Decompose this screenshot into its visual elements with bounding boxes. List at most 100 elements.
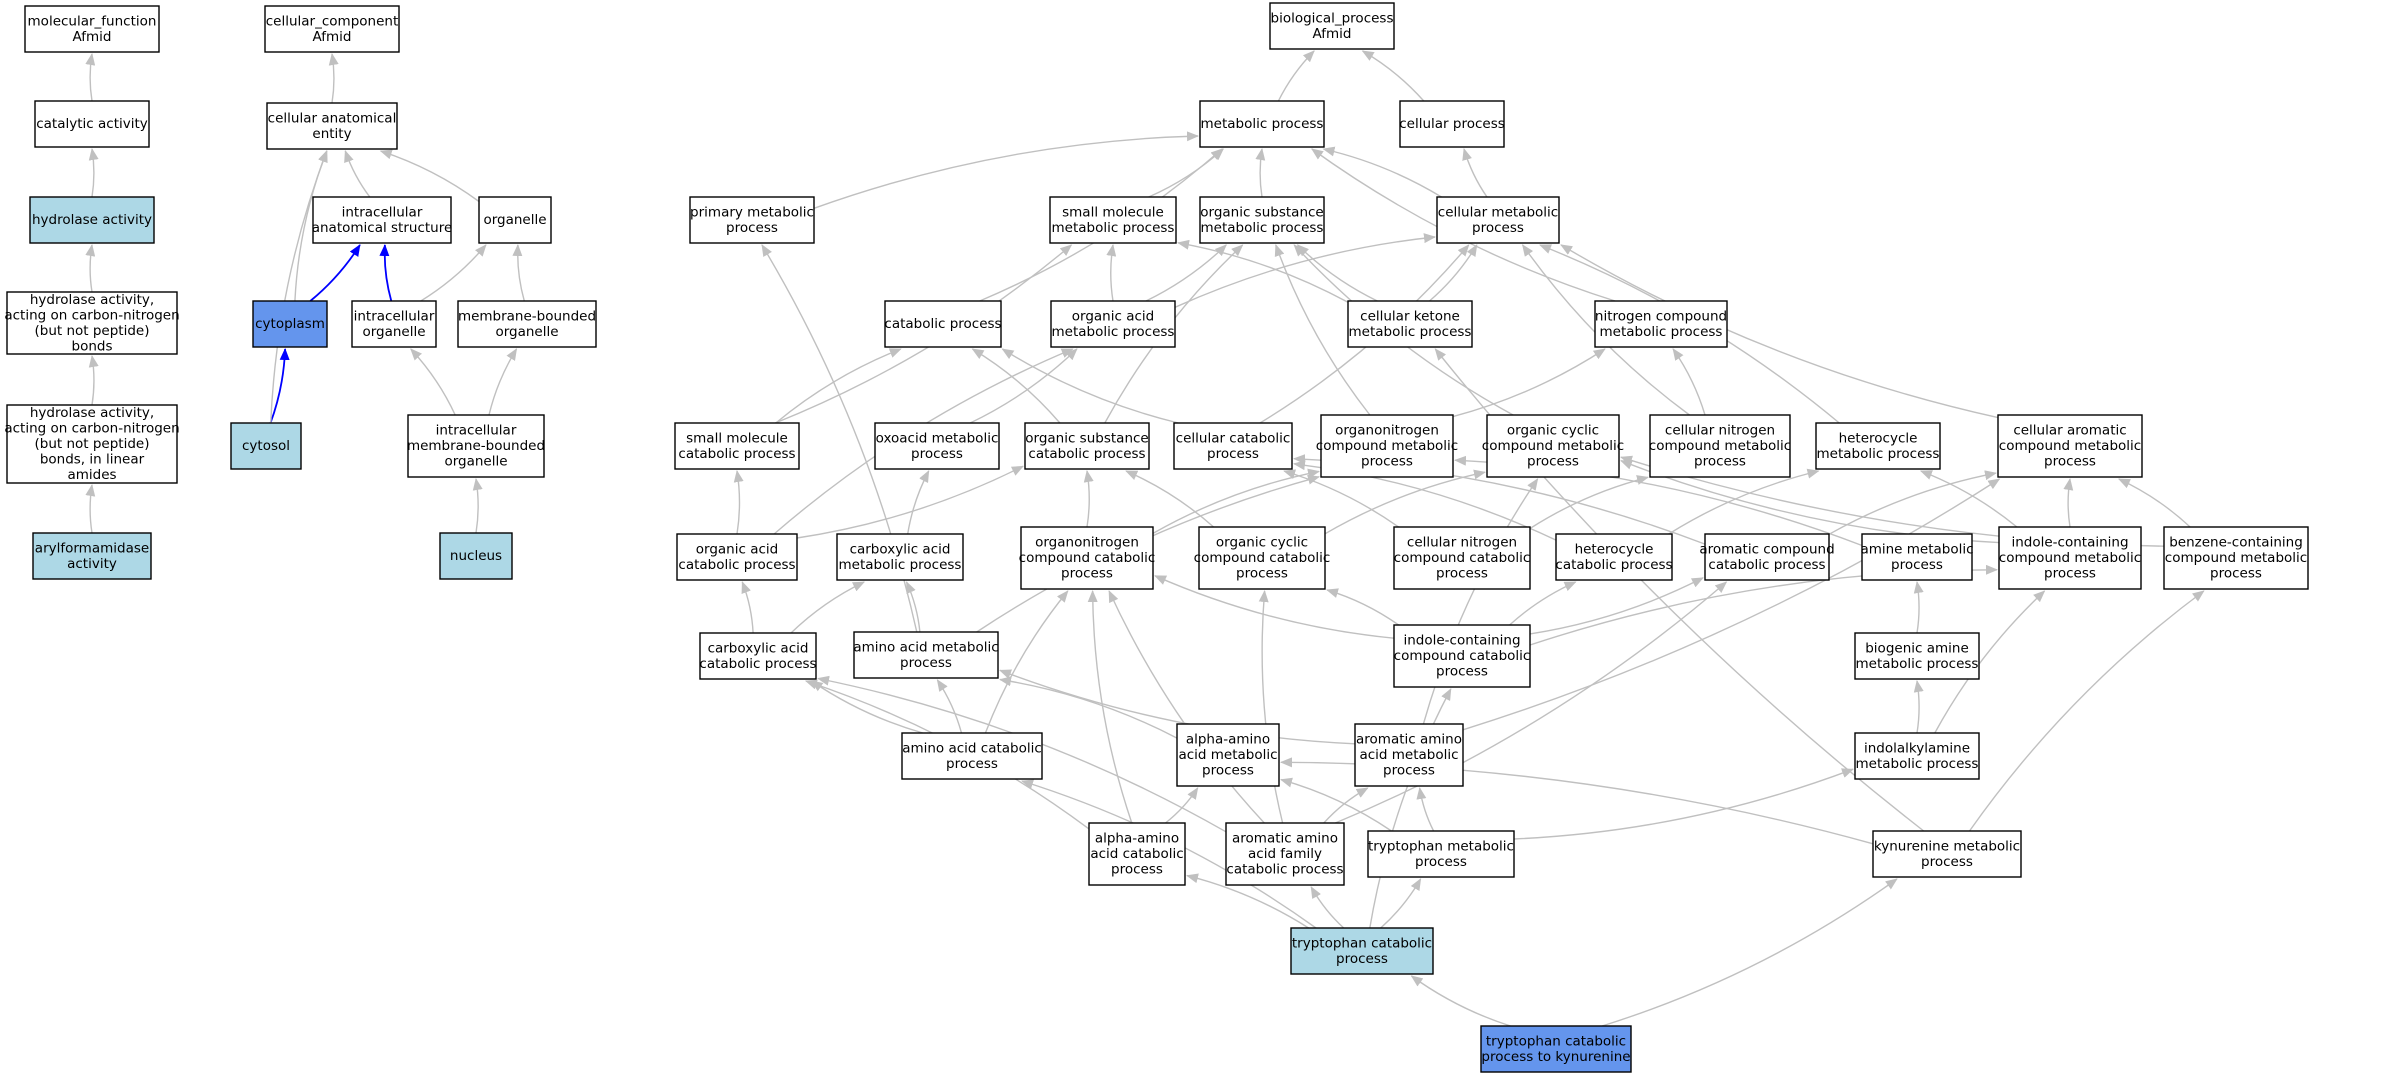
node-catalytic[interactable]: catalytic activity	[34, 100, 150, 148]
node-label-line: alpha-amino	[1095, 831, 1179, 847]
edge-benzmet-to-cellarommet	[2117, 478, 2191, 528]
node-label-line: hydrolase activity,	[30, 405, 154, 421]
edge-indolecat-to-orgcyccat	[1326, 588, 1400, 626]
node-label-line: (but not peptide)	[34, 323, 149, 339]
node-label-line: aromatic compound	[1699, 541, 1834, 557]
edge-orgacidcat-to-orgsubcat	[796, 465, 1024, 539]
edge-alphamet-to-aamet	[999, 676, 1178, 739]
node-label-line: entity	[312, 126, 351, 142]
edge-hetcat-to-hetmet	[1668, 468, 1820, 535]
node-box	[1024, 422, 1150, 470]
node-hydro_cn[interactable]: hydrolase activity,acting on carbon-nitr…	[4, 291, 180, 355]
node-label-line: Afmid	[1313, 26, 1352, 42]
node-label-line: process	[946, 756, 998, 772]
node-cellproc[interactable]: cellular process	[1399, 100, 1505, 148]
edge-aromfamcat-to-orgnitcat	[1108, 590, 1265, 824]
node-label-line: organic acid	[1072, 308, 1154, 324]
node-label-line: process	[1111, 862, 1163, 878]
edge-cellnitmet-to-nitcomp	[1672, 348, 1706, 416]
node-box	[1225, 822, 1345, 886]
node-hydrolase[interactable]: hydrolase activity	[29, 196, 155, 244]
node-label-line: process	[1202, 763, 1254, 779]
node-label-line: process	[1921, 854, 1973, 870]
edge-cellproc-to-bp_root	[1361, 50, 1425, 102]
edge-imbo-to-mbo	[488, 348, 518, 416]
edge-orgcyccat-to-orgcycmet	[1324, 469, 1486, 535]
node-label-line: compound metabolic	[2165, 550, 2307, 566]
edge-orgsub-to-metab	[1255, 148, 1266, 198]
node-cytoplasm[interactable]: cytoplasm	[252, 300, 328, 348]
node-hydro_cn_lin[interactable]: hydrolase activity,acting on carbon-nitr…	[4, 404, 180, 484]
node-label-line: arylformamidase	[35, 540, 149, 556]
node-metab[interactable]: metabolic process	[1199, 100, 1325, 148]
node-label-line: activity	[67, 556, 117, 572]
edge-orgacid-to-cellmet	[1174, 233, 1436, 308]
node-catab[interactable]: catabolic process	[884, 300, 1002, 348]
node-box	[1176, 723, 1280, 787]
node-label-line: organelle	[362, 324, 425, 340]
node-box	[1486, 414, 1620, 478]
edge-trpcat-to-trpmet	[1380, 878, 1422, 929]
node-label-line: benzene-containing	[2169, 535, 2303, 551]
edge-aromaamet-to-orgcycmet	[1422, 478, 1539, 725]
node-label-line: catabolic process	[1028, 446, 1145, 462]
node-box	[1704, 533, 1830, 581]
edge-aacat-to-carbcat	[810, 680, 923, 734]
node-label-line: amine metabolic	[1860, 541, 1973, 557]
node-box	[29, 196, 155, 244]
node-nucleus[interactable]: nucleus	[439, 532, 513, 580]
node-cytosol[interactable]: cytosol	[230, 422, 302, 470]
node-organelle[interactable]: organelle	[478, 196, 552, 244]
node-box	[439, 532, 513, 580]
